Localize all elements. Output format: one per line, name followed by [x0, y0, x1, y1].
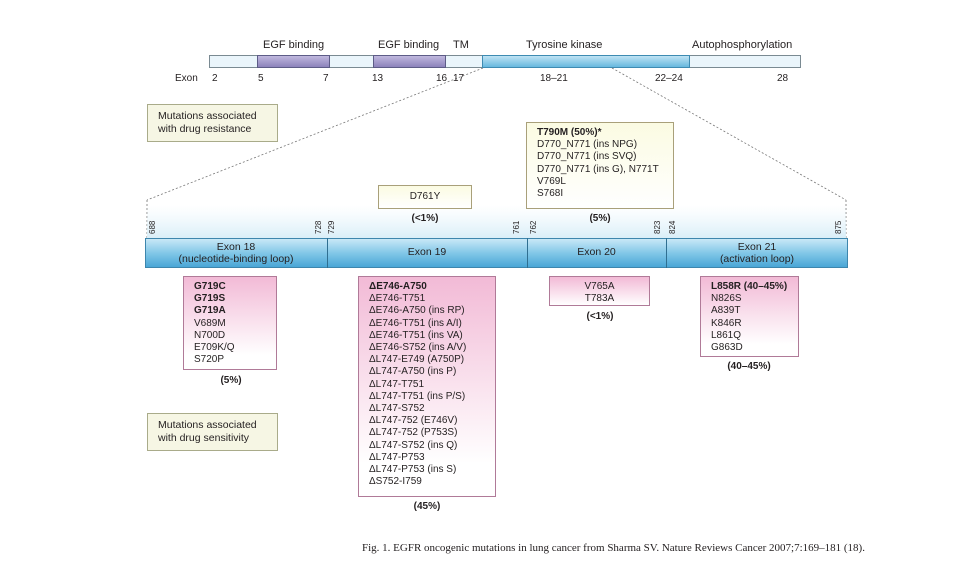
- residue-number: 728: [314, 220, 323, 234]
- d761y-box: D761Y: [378, 185, 472, 209]
- residue-number: 688: [148, 220, 157, 234]
- exon21-mutations-box: L858R (40–45%) N826S A839T K846R L861Q G…: [700, 276, 799, 357]
- residue-number: 762: [529, 220, 538, 234]
- percentage-label: (5%): [220, 375, 242, 386]
- exon-label: Exon 19: [407, 246, 447, 258]
- exon-number: 18–21: [540, 73, 568, 84]
- residue-number: 729: [327, 220, 336, 234]
- mutation-item: ΔS752-I759: [369, 476, 422, 488]
- egf-binding-segment-1: [257, 55, 330, 68]
- mutation-item: ΔL747-T751: [369, 378, 425, 390]
- percentage-label: (<1%): [586, 311, 614, 322]
- mutation-item: N826S: [711, 293, 742, 305]
- exon-number: 22–24: [655, 73, 683, 84]
- mutation-item: ΔL747-T751 (ins P/S): [369, 390, 466, 402]
- figure-caption: Fig. 1. EGFR oncogenic mutations in lung…: [362, 542, 865, 554]
- mutation-item: ΔE746-A750: [369, 281, 427, 292]
- exon-label: Exon 21: [737, 241, 777, 253]
- exon-row-label: Exon: [175, 73, 198, 84]
- exon-label: Exon 20: [577, 246, 616, 258]
- kinase-domain-bar: [145, 238, 848, 268]
- mutation-item: ΔE746-T751 (ins VA): [369, 329, 463, 341]
- exon-number: 7: [323, 73, 329, 84]
- exon-divider: [327, 238, 328, 268]
- mutation-item: ΔL747-E749 (A750P): [369, 354, 465, 366]
- domain-label-autophosphorylation: Autophosphorylation: [692, 39, 793, 51]
- exon19-mutations-box: ΔE746-A750 ΔE746-T751 ΔE746-A750 (ins RP…: [358, 276, 496, 497]
- exon20-mutations-box: V765A T783A: [549, 276, 650, 306]
- exon-number: 17: [453, 73, 465, 84]
- exon-number: 13: [372, 73, 384, 84]
- mutation-item: E709K/Q: [194, 342, 235, 354]
- note-line: with drug resistance: [158, 123, 252, 135]
- mutation-item: D770_N771 (ins NPG): [537, 139, 638, 151]
- mutation-item: V689M: [194, 317, 226, 329]
- mutation-item: ΔE746-T751 (ins A/I): [369, 317, 462, 329]
- kinase-exon-20: Exon 20: [527, 238, 666, 268]
- mutation-item: ΔL747-S752 (ins Q): [369, 439, 458, 451]
- mutation-item: V769L: [537, 175, 566, 187]
- exon-label: Exon 18: [216, 241, 256, 253]
- exon18-mutations-box: G719C G719S G719A V689M N700D E709K/Q S7…: [183, 276, 277, 370]
- exon-number: 2: [212, 73, 218, 84]
- mutation-item: D770_N771 (ins G), N771T: [537, 163, 659, 175]
- residue-number: 761: [512, 220, 521, 234]
- resistance-mutations-box: T790M (50%)* D770_N771 (ins NPG) D770_N7…: [526, 122, 674, 209]
- domain-label-egf-binding-1: EGF binding: [263, 39, 325, 51]
- mutation-item: A839T: [711, 305, 741, 317]
- percentage-label: (<1%): [411, 213, 439, 224]
- exon-divider: [666, 238, 667, 268]
- mutation-item: G719A: [194, 305, 226, 317]
- mutation-item: S720P: [194, 354, 225, 366]
- exon-number: 16: [436, 73, 448, 84]
- mutation-item: ΔE746-T751: [369, 293, 426, 305]
- mutation-item: ΔL747-P753 (ins S): [369, 464, 457, 476]
- tyrosine-kinase-segment: [482, 55, 690, 68]
- domain-label-tyrosine-kinase: Tyrosine kinase: [526, 39, 603, 51]
- kinase-exon-18: Exon 18 (nucleotide-binding loop): [145, 238, 327, 268]
- mutation-item: L858R (40–45%): [711, 281, 788, 292]
- mutation-item: ΔE746-S752 (ins A/V): [369, 342, 467, 354]
- residue-number: 824: [668, 220, 677, 234]
- domain-label-tm: TM: [453, 39, 469, 51]
- residue-number: 823: [653, 220, 662, 234]
- exon-number: 5: [258, 73, 264, 84]
- mutation-item: S768I: [537, 188, 564, 200]
- mutation-item: ΔL747-752 (P753S): [369, 427, 458, 439]
- percentage-label: (45%): [413, 501, 441, 512]
- residue-number: 875: [834, 220, 843, 234]
- mutation-item: D770_N771 (ins SVQ): [537, 151, 637, 163]
- domain-label-egf-binding-2: EGF binding: [378, 39, 440, 51]
- mutation-item: L861Q: [711, 329, 742, 341]
- exon-sublabel: (nucleotide-binding loop): [178, 253, 294, 265]
- mutation-item: ΔL747-P753: [369, 451, 425, 463]
- note-line: Mutations associated: [158, 110, 257, 122]
- mutation-item: K846R: [711, 317, 742, 329]
- mutation-item: ΔE746-A750 (ins RP): [369, 305, 465, 317]
- mutation-item: ΔL747-752 (E746V): [369, 415, 458, 427]
- mutation-item: ΔL747-A750 (ins P): [369, 366, 457, 378]
- note-drug-sensitivity: Mutations associated with drug sensitivi…: [147, 413, 278, 451]
- note-line: with drug sensitivity: [158, 432, 250, 444]
- mutation-item: ΔL747-S752: [369, 403, 425, 415]
- kinase-exon-19: Exon 19: [327, 238, 527, 268]
- mutation-item: T783A: [584, 293, 615, 305]
- note-line: Mutations associated: [158, 419, 257, 431]
- percentage-label: (5%): [589, 213, 611, 224]
- exon-divider: [527, 238, 528, 268]
- mutation-item: N700D: [194, 329, 226, 341]
- mutation-item: V765A: [584, 281, 615, 292]
- kinase-exon-21: Exon 21 (activation loop): [666, 238, 848, 268]
- mutation-item: D761Y: [409, 191, 441, 202]
- mutation-item: G719S: [194, 293, 226, 305]
- egf-binding-segment-2: [373, 55, 446, 68]
- mutation-item: G719C: [194, 281, 226, 292]
- exon-sublabel: (activation loop): [719, 253, 795, 265]
- percentage-label: (40–45%): [727, 361, 771, 372]
- mutation-item: T790M (50%)*: [537, 127, 602, 138]
- mutation-item: G863D: [711, 342, 743, 354]
- exon-number: 28: [777, 73, 789, 84]
- note-drug-resistance: Mutations associated with drug resistanc…: [147, 104, 278, 142]
